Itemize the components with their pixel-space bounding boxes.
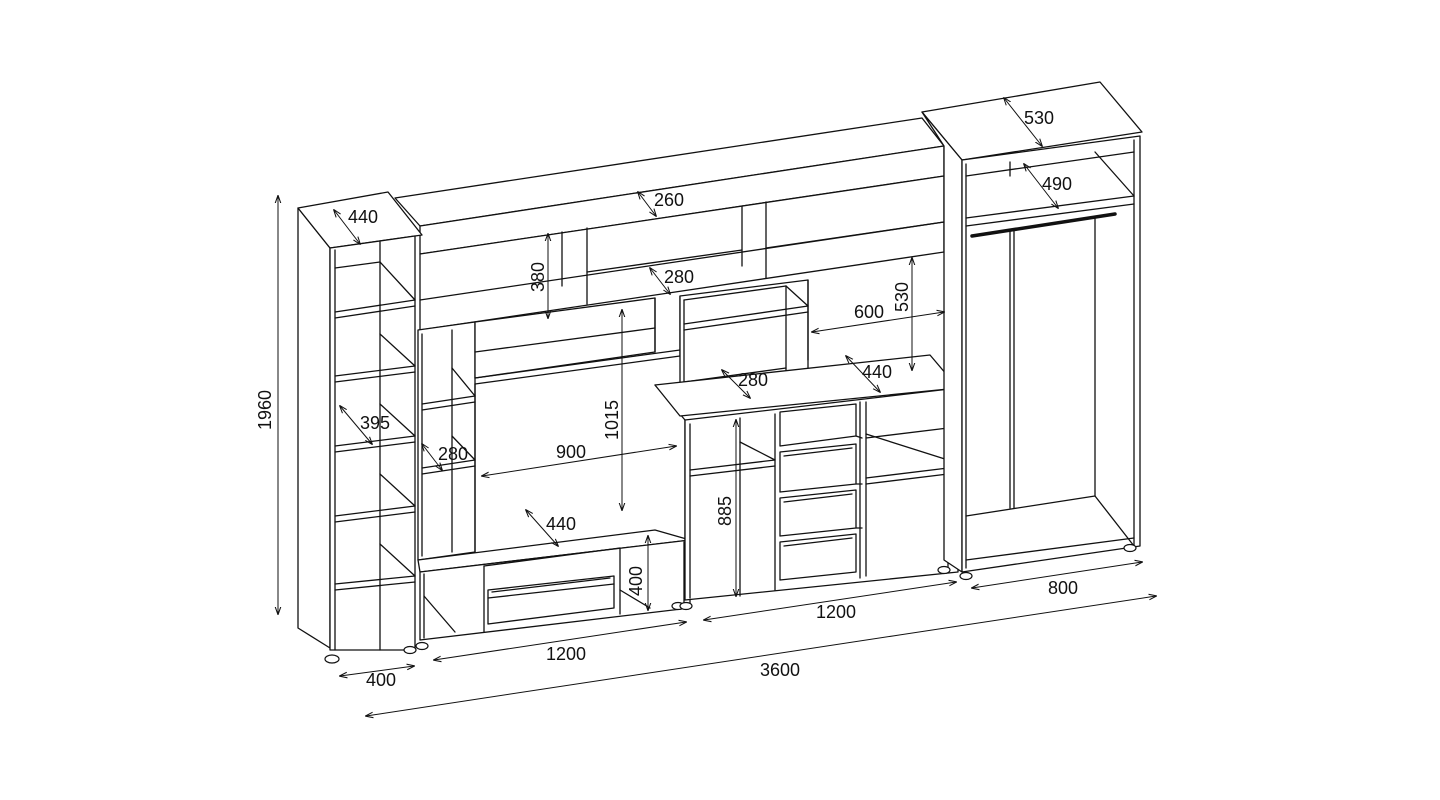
dimension-lines bbox=[278, 98, 1156, 716]
dim-left-tower-depth: 440 bbox=[348, 207, 378, 227]
dim-right-counter-depth: 440 bbox=[862, 362, 892, 382]
dim-tv-niche-height: 1015 bbox=[602, 400, 622, 440]
dim-wardrobe-shelf-depth: 490 bbox=[1042, 174, 1072, 194]
tv-niche bbox=[474, 295, 681, 553]
left-small-shelves bbox=[417, 321, 476, 561]
dim-upper-shelf-depth: 280 bbox=[664, 267, 694, 287]
dim-left-tower-width: 400 bbox=[366, 670, 396, 690]
dim-wardrobe-width: 800 bbox=[1048, 578, 1078, 598]
dim-right-niche-height: 530 bbox=[892, 282, 912, 312]
dim-right-section-width: 1200 bbox=[816, 602, 856, 622]
dim-middle-box-shelf-depth: 280 bbox=[738, 370, 768, 390]
dim-tv-drawer-height: 400 bbox=[626, 566, 646, 596]
dim-overall-height: 1960 bbox=[255, 390, 275, 430]
dim-right-niche-width: 600 bbox=[854, 302, 884, 322]
dim-left-tower-shelf-depth: 395 bbox=[360, 413, 390, 433]
dim-tv-niche-width: 900 bbox=[556, 442, 586, 462]
dim-tv-side-shelf-depth: 280 bbox=[438, 444, 468, 464]
right-wardrobe bbox=[921, 81, 1143, 581]
dim-wardrobe-depth: 530 bbox=[1024, 108, 1054, 128]
right-commode bbox=[654, 354, 959, 611]
dim-overall-width: 3600 bbox=[760, 660, 800, 680]
dim-upper-niche-height: 380 bbox=[528, 262, 548, 292]
dim-tv-stand-depth: 440 bbox=[546, 514, 576, 534]
dim-top-shelf-depth: 260 bbox=[654, 190, 684, 210]
dim-left-section-width: 1200 bbox=[546, 644, 586, 664]
top-long-board bbox=[394, 117, 945, 255]
left-tower bbox=[297, 191, 423, 664]
dimension-labels: 440 395 400 1960 260 380 280 280 1015 90… bbox=[255, 108, 1078, 690]
dim-right-section-height: 885 bbox=[715, 496, 735, 526]
